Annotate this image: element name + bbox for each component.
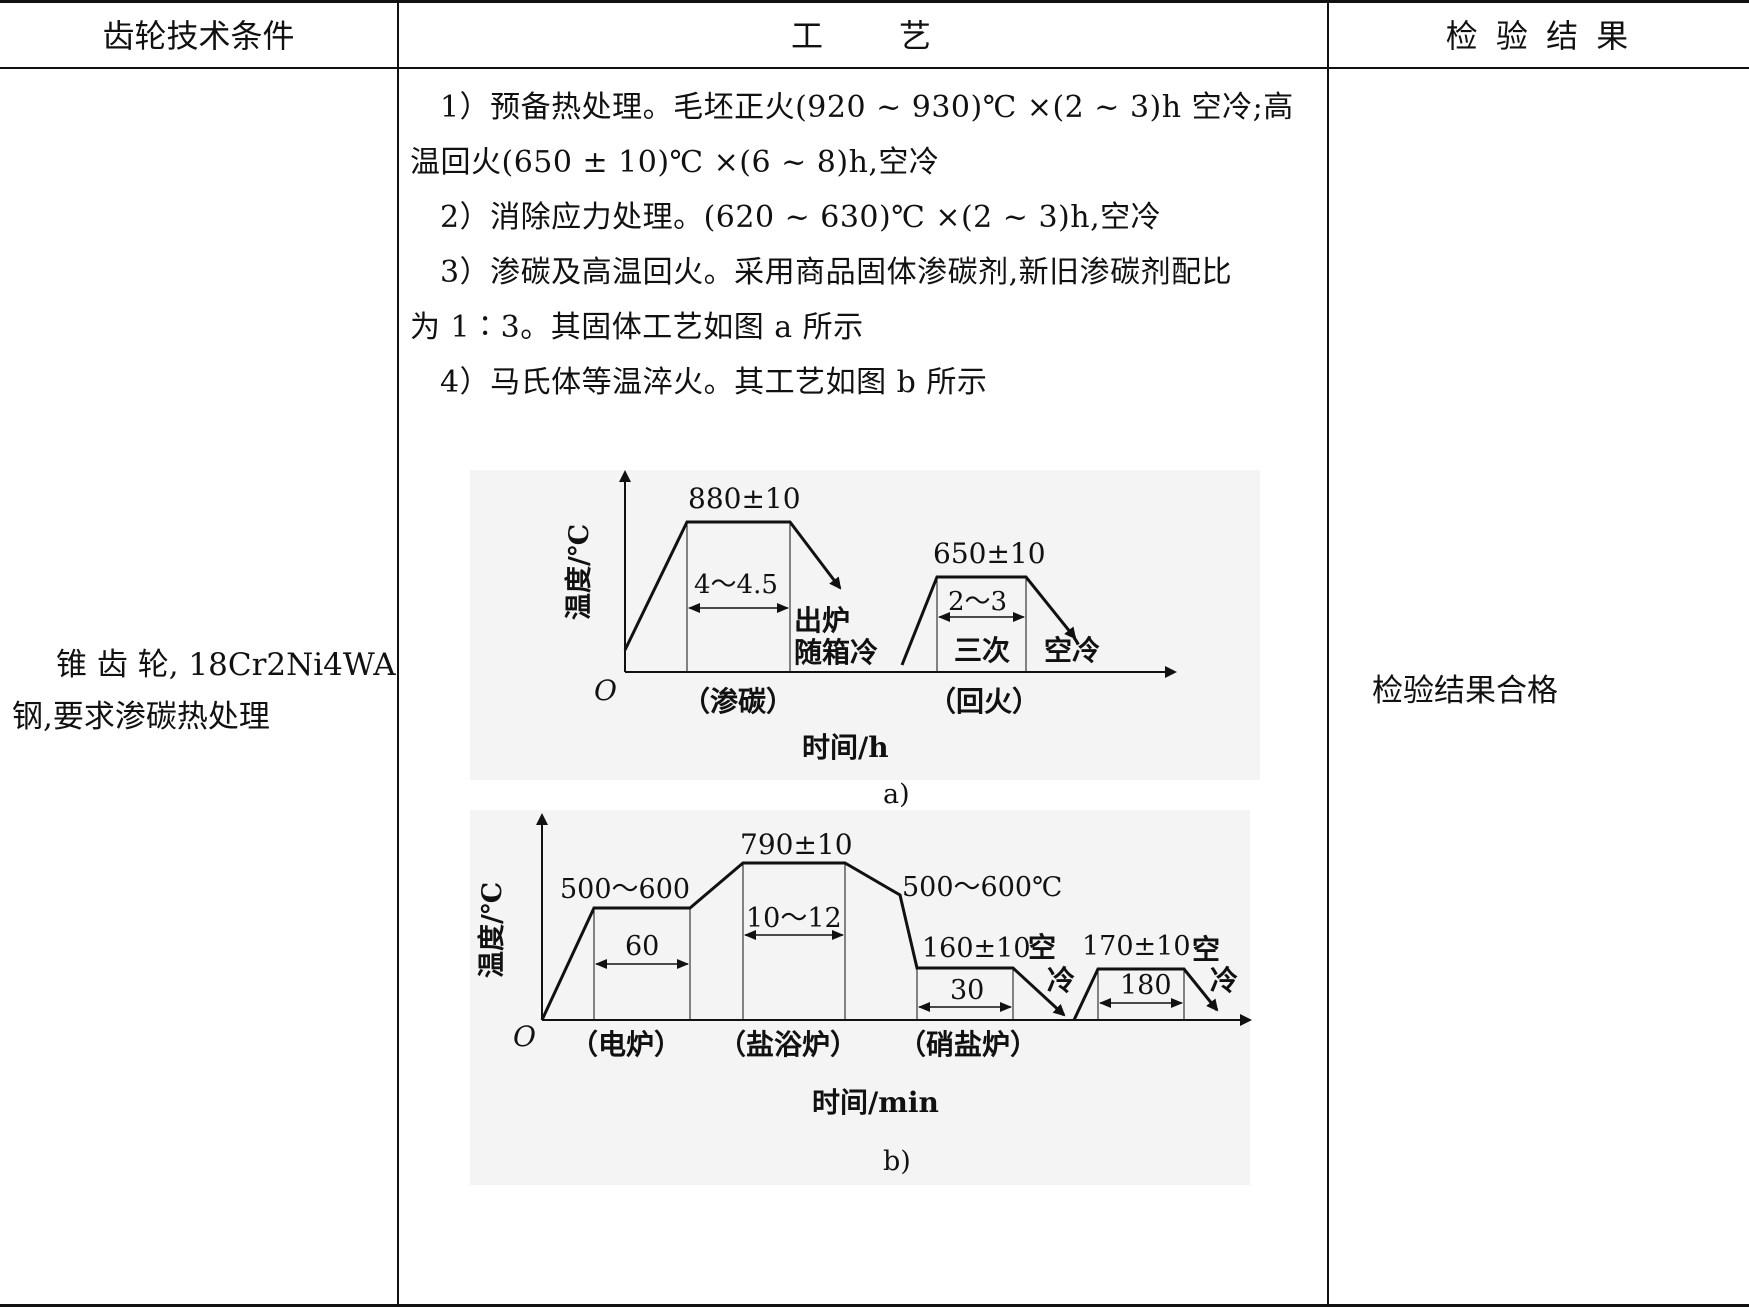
figure-b-austenitize-time: 10～12 (746, 903, 842, 934)
column-divider-2 (1327, 0, 1329, 1307)
figure-a-carburize-curve (623, 520, 842, 651)
process-line-1: 1）预备热处理。毛坯正火(920 ~ 930)℃ ×(2 ~ 3)h 空冷;高 (440, 90, 1294, 125)
figure-b-stage-1: （电炉） (570, 1028, 682, 1061)
process-line-2: 温回火(650 ± 10)℃ ×(6 ~ 8)h,空冷 (410, 145, 940, 180)
header-result: 检 验 结 果 (1445, 17, 1633, 55)
figure-b-origin: O (513, 1020, 536, 1053)
figure-a-temper-cool: 空冷 (1044, 634, 1100, 667)
figure-b-ylabel: 温度/℃ (476, 882, 508, 978)
figure-b-xlabel: 时间/min (812, 1086, 939, 1119)
figure-b-process-diagram: 温度/℃ O 500～600 60 790±10 10～12 500～600℃ … (470, 810, 1252, 1185)
figure-a-ylabel: 温度/℃ (563, 524, 595, 620)
figure-b-temper-curve (1072, 967, 1219, 1021)
figure-a-caption: a) (883, 779, 910, 810)
figure-b-preheat-time: 60 (625, 931, 659, 962)
header-bottom-rule (0, 67, 1749, 69)
result-text: 检验结果合格 (1372, 673, 1558, 709)
table-top-rule (0, 0, 1749, 3)
figure-a-carburize-time: 4～4.5 (694, 570, 778, 600)
figure-b-caption: b) (883, 1146, 911, 1177)
figure-b-drop-temp: 500～600℃ (902, 872, 1062, 903)
figure-b-stage-3: （硝盐炉） (898, 1028, 1038, 1061)
figure-b-quench-temp: 160±10 (922, 933, 1031, 964)
figure-a-stage-2: （回火） (928, 685, 1040, 718)
figure-a-carburize-cool-1: 出炉 (794, 604, 850, 637)
figure-b-quench-cool-1: 空 (1028, 931, 1056, 964)
process-line-5: 为 1∶3。其固体工艺如图 a 所示 (410, 310, 864, 345)
figure-a-process-diagram: 温度/℃ O 880±10 4～4.5 出炉 随箱冷 650±10 2～3 三次… (470, 470, 1260, 810)
figure-a-carburize-cool-2: 随箱冷 (794, 636, 878, 669)
figure-b-preheat-temp: 500～600 (560, 874, 690, 905)
header-conditions: 齿轮技术条件 (102, 17, 295, 55)
column-divider-1 (397, 0, 399, 1307)
figure-a-stage-1: （渗碳） (682, 685, 794, 718)
process-line-6: 4）马氏体等温淬火。其工艺如图 b 所示 (440, 365, 988, 400)
process-line-3: 2）消除应力处理。(620 ~ 630)℃ ×(2 ~ 3)h,空冷 (440, 200, 1162, 235)
figure-a-temper-count: 三次 (954, 634, 1010, 667)
condition-line-2: 钢,要求渗碳热处理 (12, 699, 270, 735)
figure-a-temper-temp: 650±10 (933, 537, 1046, 570)
figure-b-temper-cool-1: 空 (1192, 933, 1220, 966)
figure-b-temper-time: 180 (1120, 970, 1172, 1001)
figure-b-quench-cool-2: 冷 (1047, 964, 1075, 997)
figure-a-temper-curve (900, 575, 1077, 666)
table-bottom-rule (0, 1304, 1749, 1307)
figure-b-quench-time: 30 (950, 975, 984, 1006)
figure-a-background (470, 470, 1260, 780)
figure-a-xlabel: 时间/h (802, 731, 889, 764)
figure-b-stage-2: （盐浴炉） (718, 1028, 858, 1061)
figure-b-temper-cool-2: 冷 (1210, 964, 1238, 997)
condition-line-1: 锥 齿 轮, 18Cr2Ni4WA (56, 647, 396, 683)
figure-a-carburize-temp: 880±10 (688, 482, 801, 515)
figure-a-temper-time: 2～3 (948, 587, 1007, 617)
figure-b-temper-temp: 170±10 (1082, 931, 1191, 962)
figure-a-origin: O (594, 674, 617, 707)
process-line-4: 3）渗碳及高温回火。采用商品固体渗碳剂,新旧渗碳剂配比 (440, 255, 1233, 290)
header-process: 工 艺 (790, 17, 935, 55)
figure-b-austenitize-temp: 790±10 (740, 828, 853, 861)
